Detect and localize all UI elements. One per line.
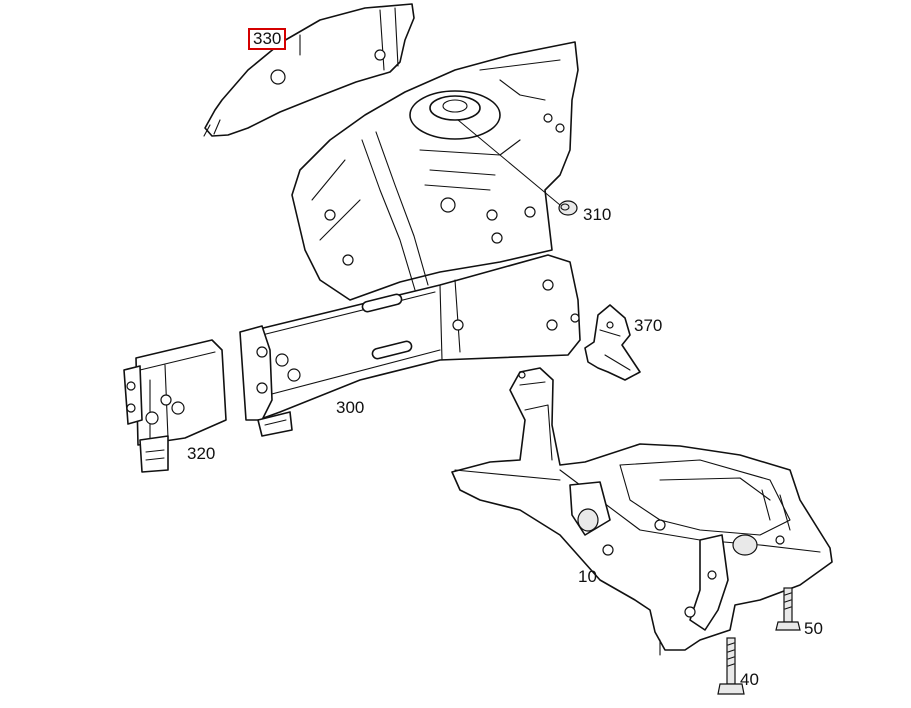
callout-40[interactable]: 40 xyxy=(740,670,759,689)
callout-50[interactable]: 50 xyxy=(804,619,823,638)
callout-370[interactable]: 370 xyxy=(634,316,663,335)
callout-300[interactable]: 300 xyxy=(336,398,365,417)
callout-320[interactable]: 320 xyxy=(187,444,216,463)
part-310-nut xyxy=(558,200,578,216)
part-330-wheel-arch-panel xyxy=(203,3,415,137)
callout-10[interactable]: 10 xyxy=(578,567,597,586)
part-50-bolt xyxy=(775,587,801,631)
part-320-crash-box xyxy=(123,339,227,473)
callout-330[interactable]: 330 xyxy=(248,28,287,50)
part-300-longitudinal-member xyxy=(239,254,581,437)
part-40-bolt xyxy=(717,637,745,695)
part-370-bracket xyxy=(584,304,641,381)
part-310-wheelhouse-apron xyxy=(291,41,579,301)
callout-310[interactable]: 310 xyxy=(583,205,612,224)
part-10-axle-carrier xyxy=(451,367,833,656)
